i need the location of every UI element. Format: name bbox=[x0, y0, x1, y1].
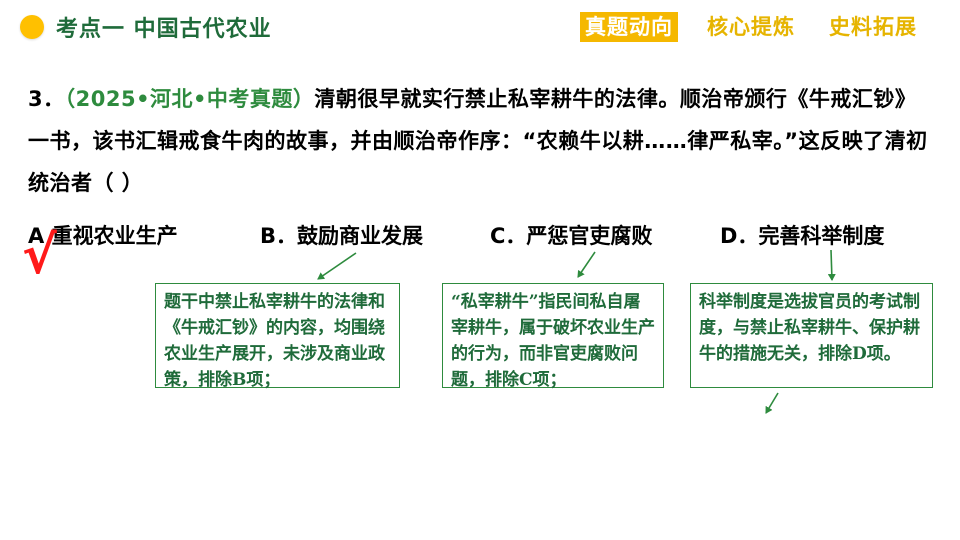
section-header: 考点一 中国古代农业 bbox=[20, 12, 272, 42]
option-b[interactable]: B．鼓励商业发展 bbox=[260, 216, 423, 256]
option-a[interactable]: A 重视农业生产 bbox=[28, 216, 178, 256]
arrow-d-lower-icon bbox=[765, 392, 779, 414]
option-a-text: 重视农业生产 bbox=[51, 224, 178, 248]
explanation-c: “私宰耕牛”指民间私自屠宰耕牛，属于破坏农业生产的行为，而非官吏腐败问题，排除C… bbox=[442, 283, 664, 390]
explanation-d: 科举制度是选拔官员的考试制度，与禁止私宰耕牛、保护耕牛的措施无关，排除D项。 bbox=[690, 283, 933, 388]
tab-bar: 真题动向 核心提炼 史料拓展 bbox=[580, 12, 922, 42]
section-title: 考点一 中国古代农业 bbox=[56, 17, 272, 42]
explanation-b: 题干中禁止私宰耕牛的法律和《牛戒汇钞》的内容，均围绕农业生产展开，未涉及商业政策… bbox=[155, 283, 400, 390]
option-d-letter: D． bbox=[720, 224, 759, 248]
option-d-text: 完善科举制度 bbox=[758, 224, 885, 248]
arrow-b-icon bbox=[317, 252, 357, 280]
bullet-dot-icon bbox=[20, 15, 44, 39]
question-source: （2025•河北•中考真题） bbox=[64, 87, 315, 111]
option-a-letter: A bbox=[28, 224, 45, 248]
option-c-text: 严惩官吏腐败 bbox=[526, 224, 653, 248]
question-text: 清朝很早就实行禁止私宰耕牛的法律。顺治帝颁行《牛戒汇钞》一书，该书汇辑戒食牛肉的… bbox=[28, 87, 928, 195]
question-number: 3． bbox=[28, 87, 65, 111]
tab-zhenti[interactable]: 真题动向 bbox=[580, 12, 678, 42]
answer-options: A 重视农业生产 B．鼓励商业发展 C．严惩官吏腐败 D．完善科举制度 bbox=[28, 216, 938, 256]
option-d[interactable]: D．完善科举制度 bbox=[720, 216, 884, 256]
tab-shiliao[interactable]: 史料拓展 bbox=[829, 15, 917, 39]
tab-hexin[interactable]: 核心提炼 bbox=[707, 15, 795, 39]
correct-check-icon: √ bbox=[22, 226, 57, 286]
option-c[interactable]: C．严惩官吏腐败 bbox=[490, 216, 652, 256]
option-b-text: 鼓励商业发展 bbox=[297, 224, 424, 248]
option-c-letter: C． bbox=[490, 224, 527, 248]
question-stem: 3．（2025•河北•中考真题）清朝很早就实行禁止私宰耕牛的法律。顺治帝颁行《牛… bbox=[28, 78, 928, 204]
option-b-letter: B． bbox=[260, 224, 298, 248]
